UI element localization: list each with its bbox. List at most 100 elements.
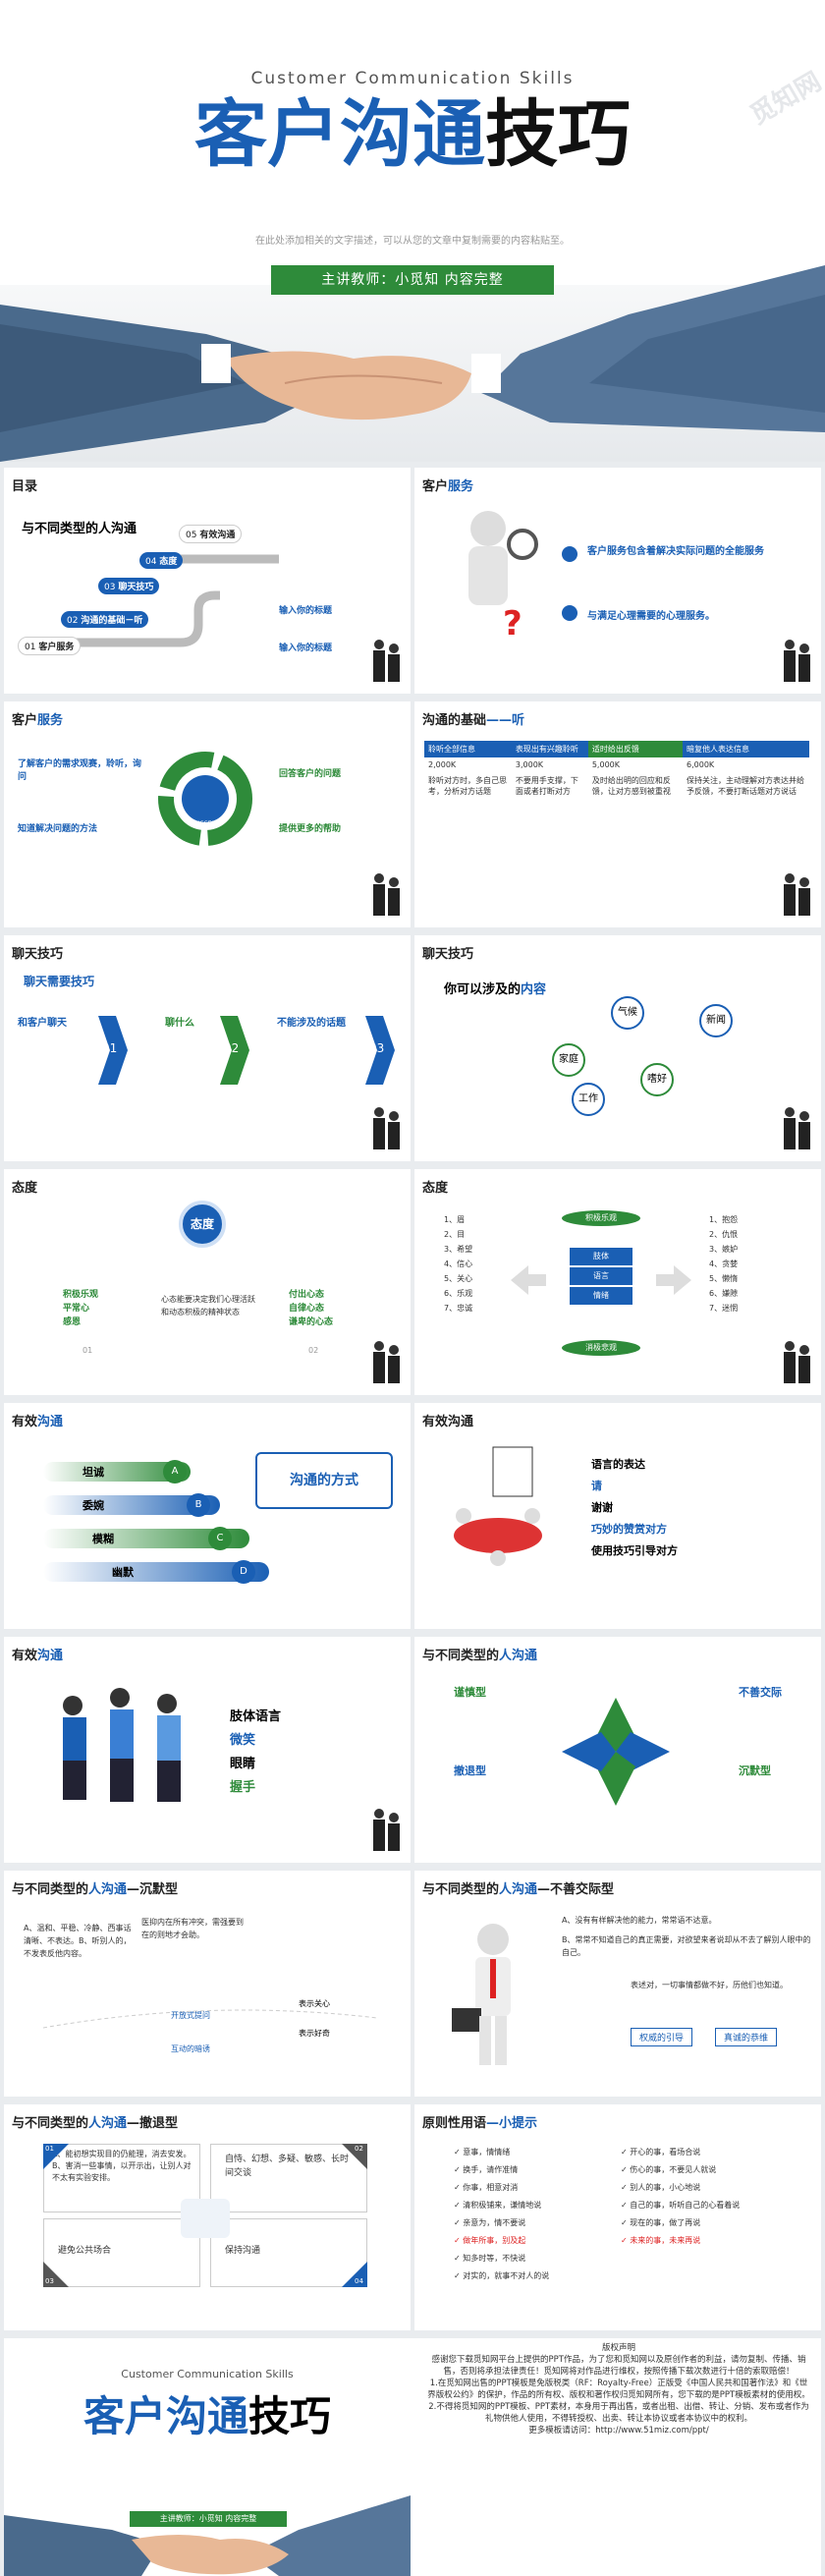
slide-types-unsociable[interactable]: 与不同类型的人沟通—不善交际型 A、没有有样解决他的能力，常常语不达意。 B、常…	[414, 1871, 821, 2097]
slide-chat-skills-1[interactable]: 聊天技巧 聊天需要技巧 和客户聊天 01 聊什么 02 不能涉及的话题 03	[4, 935, 411, 1161]
attitude-num-1: 01	[82, 1346, 93, 1355]
slide-types-1[interactable]: 与不同类型的人沟通 谨慎型 不善交际 撤退型 沉默型	[414, 1637, 821, 1863]
attitude-num-2: 02	[308, 1346, 319, 1355]
way-bar	[43, 1462, 191, 1482]
topic-bubble[interactable]: 家庭	[552, 1043, 585, 1077]
slide-customer-service-2[interactable]: 客户服务 了解客户的需求观赛，聆听，询问 知道解决问题的方法 SUCCESS 回…	[4, 701, 411, 927]
svg-text:SUCCESS: SUCCESS	[192, 820, 219, 827]
slide-title: 聊天技巧	[12, 947, 64, 962]
chat-num-3: 03	[369, 1041, 385, 1055]
contents-item-2[interactable]: 02 沟通的基础－听	[61, 611, 149, 628]
arrow-right-icon	[656, 1265, 691, 1295]
way-bar	[43, 1562, 269, 1582]
topics-subtitle: 你可以涉及的内容	[444, 982, 547, 997]
business-people-icon	[780, 870, 813, 918]
principles-left: ✓ 意事，情情绪✓ 换手，请作准情✓ 你事，相意对消✓ 清积极铺来，谦情地说✓ …	[454, 2148, 550, 2280]
topic-bubble[interactable]: 工作	[572, 1083, 605, 1116]
ending-subtitle: Customer Communication Skills	[121, 2368, 294, 2380]
more-templates-link[interactable]: 更多模板请访问：http://www.51miz.com/ppt/	[528, 2426, 709, 2436]
cover-teacher-banner: 主讲教师：小觅知 内容完整	[271, 265, 554, 295]
unsociable-p2: B、常常不知道自己的真正需要，对欲望来者说却从不去了解别人眼中的自己。	[562, 1935, 811, 1957]
arrow-left-icon	[511, 1265, 546, 1295]
slide-effective-2[interactable]: 有效沟通 语言的表达 请 谢谢 巧妙的赞赏对方 使用技巧引导对方	[414, 1403, 821, 1629]
business-people-icon	[369, 1338, 403, 1385]
attitude-bottom-disc: 消极悲观	[562, 1340, 640, 1356]
business-people-icon	[369, 1104, 403, 1151]
contents-label-2: 输入你的标题	[279, 644, 333, 653]
cover-title-blue: 客户沟通	[194, 92, 485, 177]
service-point-1: 客户服务包含着解决实际问题的全能服务	[587, 546, 764, 557]
attitude-stack-2: 语言	[570, 1267, 632, 1285]
slide-types-retreat[interactable]: 与不同类型的人沟通—撤退型 A、能初想实现目的仍能理，消去安发。B、害消一些事情…	[4, 2104, 411, 2330]
slide-ending[interactable]: Customer Communication Skills 客户沟通技巧 主讲教…	[4, 2338, 821, 2576]
contents-intro: 与不同类型的人沟通	[22, 522, 138, 536]
handshake-image	[0, 265, 825, 462]
business-people-icon	[369, 637, 403, 684]
phone-icon	[181, 2199, 230, 2238]
cover-desc: 在此处添加相关的文字描述，可以从您的文章中复制需要的内容粘贴至。	[255, 236, 570, 247]
chat-subtitle: 聊天需要技巧	[24, 975, 95, 988]
way-letter-3: C	[208, 1527, 232, 1550]
slide-title: 态度	[12, 1181, 38, 1196]
contents-item-3[interactable]: 03 聊天技巧	[98, 578, 160, 594]
slide-title: 客户服务	[12, 713, 64, 728]
quadrant-3: 避免公共场合	[43, 2218, 200, 2287]
slide-attitude-1[interactable]: 态度 态度 积极乐观 平常心 感恩 付出心态 自律心态 谦卑的心态 心态能要决定…	[4, 1169, 411, 1395]
topic-bubble[interactable]: 气候	[611, 996, 644, 1030]
contents-item-5[interactable]: 05 有效沟通	[179, 525, 243, 543]
slide-effective-3[interactable]: 有效沟通 肢体语言 微笑 眼睛 握手	[4, 1637, 411, 1863]
quadrant-num-3: 03	[45, 2277, 54, 2285]
cover-slide[interactable]: Customer Communication Skills 客户沟通技巧 在此处…	[0, 0, 825, 462]
attitude-right-2: 自律心态	[289, 1304, 325, 1314]
slide-types-silent[interactable]: 与不同类型的人沟通—沉默型 A、温和、平稳、冷静、西事话清晰、不表达。B、听别人…	[4, 1871, 411, 2097]
slide-contents[interactable]: 目录 与不同类型的人沟通 01 客户服务 02 沟通的基础－听 03 聊天技巧 …	[4, 468, 411, 694]
type-silent: 沉默型	[739, 1764, 771, 1777]
type-unsociable: 不善交际	[739, 1686, 782, 1699]
slide-listening[interactable]: 沟通的基础——听 聆听全部信息表现出有兴趣聆听适时给出反馈暗复他人表达信息 2,…	[414, 701, 821, 927]
bullet-icon	[562, 546, 578, 562]
attitude-stack-1: 肢体	[570, 1248, 632, 1265]
authority-guide-button[interactable]: 权威的引导	[631, 2028, 693, 2046]
contents-item-1[interactable]: 01 客户服务	[18, 637, 82, 655]
svg-text:?: ?	[503, 604, 522, 644]
attitude-left-2: 平常心	[63, 1304, 90, 1314]
ending-teacher-banner: 主讲教师：小觅知 内容完整	[130, 2511, 287, 2527]
way-label-3: 模糊	[92, 1533, 114, 1545]
contents-item-4[interactable]: 04 态度	[139, 552, 184, 569]
slide-title: 沟通的基础——听	[422, 713, 525, 728]
service-right-1: 回答客户的问题	[279, 769, 342, 779]
attitude-top-disc: 积极乐观	[562, 1210, 640, 1226]
slide-effective-1[interactable]: 有效沟通 坦诚 A 委婉 B 模糊 C 幽默 D 沟通的方式	[4, 1403, 411, 1629]
slide-title: 原则性用语—小提示	[422, 2116, 538, 2131]
slide-title: 与不同类型的人沟通	[422, 1649, 538, 1663]
slide-chat-skills-2[interactable]: 聊天技巧 你可以涉及的内容 气候 新闻 家庭 工作 嗜好	[414, 935, 821, 1161]
silent-b2: 表示好奇	[299, 2029, 330, 2038]
quadrant-1: A、能初想实现目的仍能理，消去安发。B、害消一些事情，以开示出，让别人对不太有实…	[43, 2144, 200, 2212]
attitude-left-1: 积极乐观	[63, 1290, 99, 1300]
quadrant-4: 保持沟通	[210, 2218, 367, 2287]
silent-left: A、温和、平稳、冷静、西事话清晰、不表达。B、听别人的，不发表反他内容。	[24, 1924, 132, 1958]
silent-a1: 开放式提问	[171, 2011, 210, 2020]
topic-bubble[interactable]: 嗜好	[640, 1063, 674, 1096]
slide-customer-service-1[interactable]: 客户服务 ? 客户服务包含着解决实际问题的全能服务 与满足心理需要的心理服务。	[414, 468, 821, 694]
slide-principles[interactable]: 原则性用语—小提示 ✓ 意事，情情绪✓ 换手，请作准情✓ 你事，相意对消✓ 清积…	[414, 2104, 821, 2330]
slide-title: 与不同类型的人沟通—撤退型	[12, 2116, 179, 2131]
business-people-icon	[780, 1338, 813, 1385]
topic-bubble[interactable]: 新闻	[699, 1004, 733, 1037]
attitude-mid: 心态能要决定我们心理活跃和动态积极的精神状态	[161, 1295, 255, 1316]
slide-title: 有效沟通	[422, 1415, 474, 1429]
business-people-icon	[780, 637, 813, 684]
silent-top: 医抑内在所有冲突，需强要到在的则地才会助。	[141, 1918, 244, 1939]
body-language-list: 肢体语言 微笑 眼睛 握手	[230, 1709, 282, 1795]
way-letter-1: A	[163, 1460, 187, 1484]
type-careful: 谨慎型	[454, 1686, 486, 1699]
way-letter-2: B	[187, 1493, 210, 1517]
handshake-image	[4, 2495, 411, 2576]
sincere-compliment-button[interactable]: 真诚的恭维	[715, 2028, 778, 2046]
attitude-right-1: 付出心态	[289, 1290, 325, 1300]
attitude-center: 态度	[179, 1201, 226, 1248]
business-people-icon	[780, 1104, 813, 1151]
